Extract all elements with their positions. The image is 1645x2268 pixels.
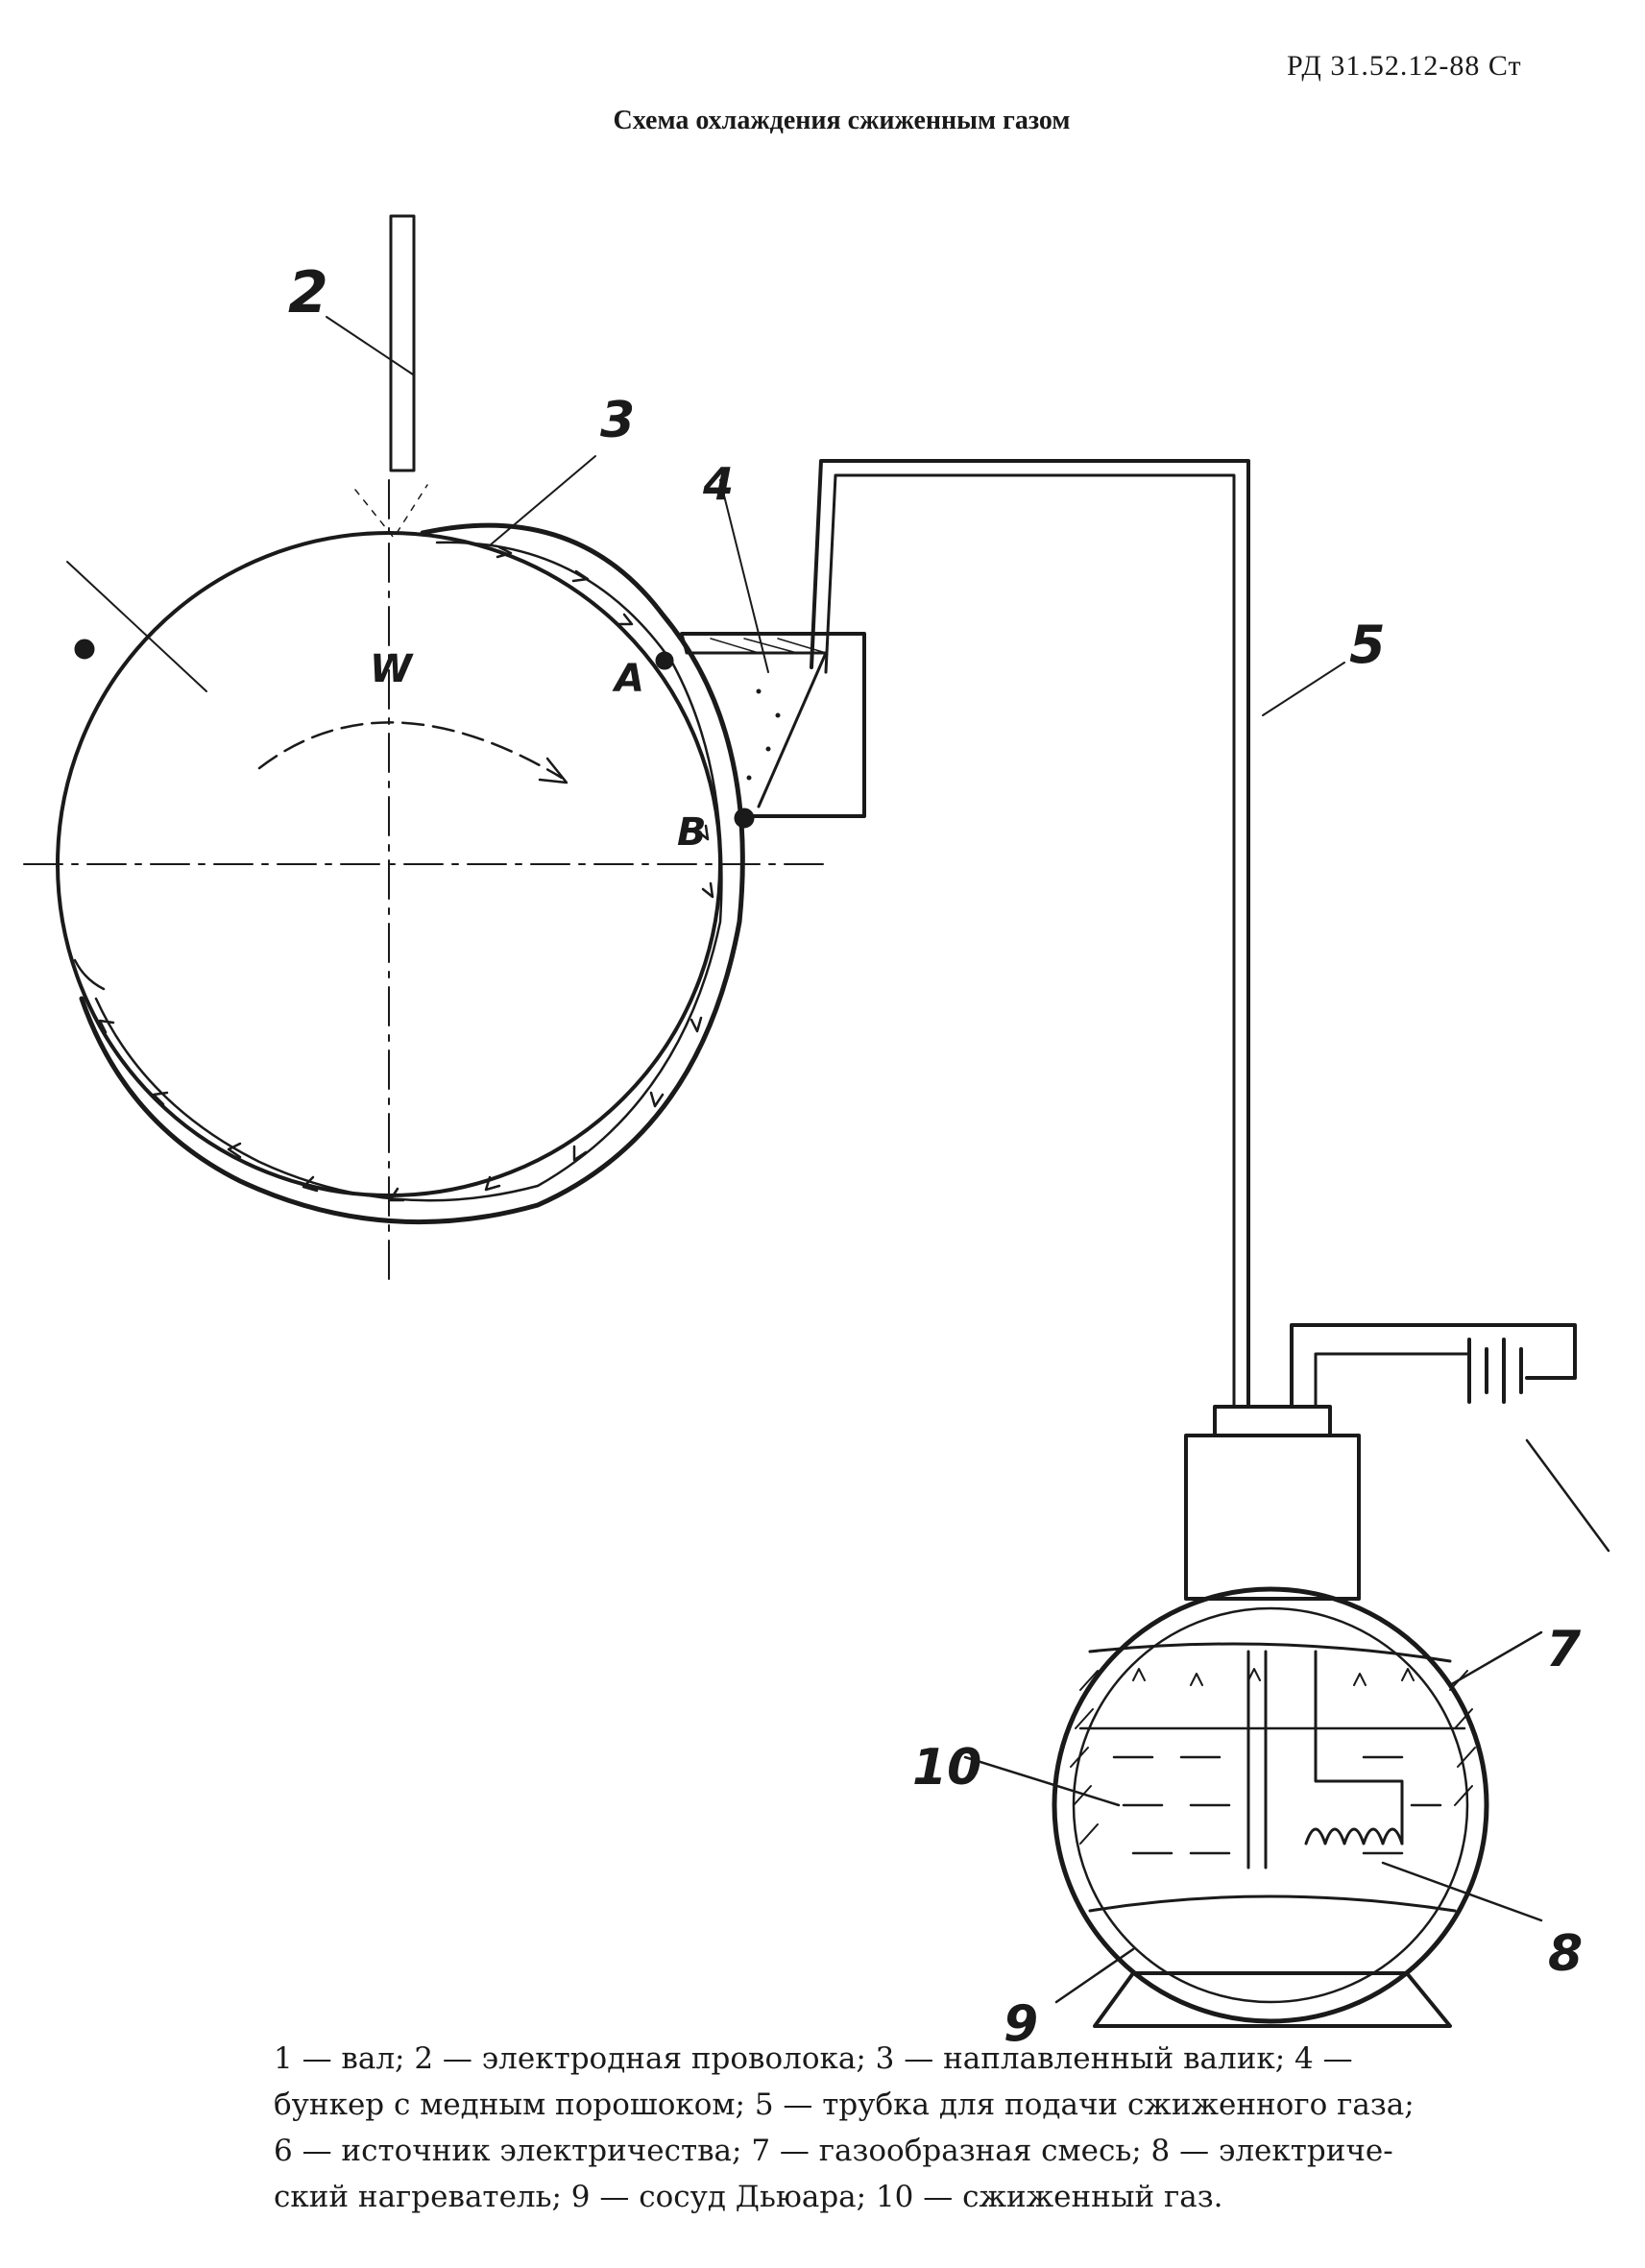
label-8: 8 xyxy=(1548,1925,1583,1983)
electrode-wire xyxy=(326,214,428,539)
document-code: РД 31.52.12-88 Ст xyxy=(1287,50,1522,82)
label-10: 10 xyxy=(912,1739,981,1797)
legend-line-3: 6 — источник электричества; 7 — газообра… xyxy=(274,2134,1393,2168)
label-center-w: W xyxy=(370,647,414,691)
label-2: 2 xyxy=(288,259,328,326)
shaft xyxy=(23,479,827,1288)
label-5: 5 xyxy=(1349,615,1386,675)
label-4: 4 xyxy=(702,458,734,510)
powder-hopper xyxy=(680,479,866,818)
legend-line-1: 1 — вал; 2 — электродная проволока; 3 — … xyxy=(274,2041,1353,2076)
power-source xyxy=(1290,1323,1610,1553)
rotation-arrow xyxy=(257,721,564,780)
page-title: Схема охлаждения сжиженным газом xyxy=(613,106,1071,135)
label-9: 9 xyxy=(1004,1995,1038,2053)
legend-line-2: бункер с медным порошоком; 5 — трубка дл… xyxy=(274,2087,1415,2122)
bead-inner-arc xyxy=(94,541,723,1202)
label-point-a: A xyxy=(612,657,644,701)
vessel-body xyxy=(1052,1586,1489,2024)
legend: 1 — вал; 2 — электродная проволока; 3 — … xyxy=(274,2036,1541,2220)
label-7: 7 xyxy=(1546,1621,1582,1678)
deposited-bead xyxy=(79,522,745,1225)
legend-line-4: ский нагреватель; 9 — сосуд Дьюара; 10 —… xyxy=(274,2180,1223,2214)
heater-coil xyxy=(1304,1827,1404,1846)
label-point-b: B xyxy=(677,810,707,855)
label-3: 3 xyxy=(600,392,635,449)
dewar-vessel xyxy=(963,1405,1543,2028)
point-a-marker xyxy=(655,651,674,670)
gas-feed-tube xyxy=(810,459,1345,1409)
